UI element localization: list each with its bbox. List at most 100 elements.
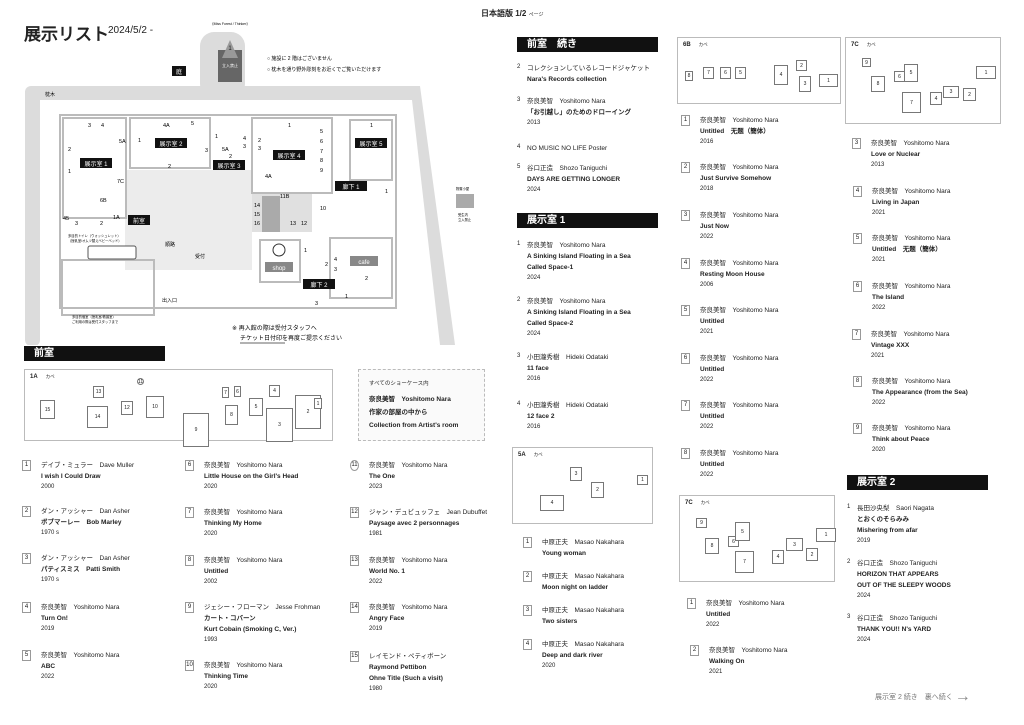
- item-title: Nara's Records collection: [527, 76, 607, 83]
- item-artist: 奈良美智 Yoshitomo Nara: [527, 98, 606, 105]
- item-artist: コレクションしているレコードジャケット: [527, 65, 650, 72]
- wall-id: 5A: [518, 452, 526, 458]
- item-number: 7: [852, 329, 861, 340]
- item-title: Think about Peace: [872, 436, 930, 443]
- artwork-frame: 5: [249, 398, 263, 416]
- room-label-r4: 展示室 4: [277, 152, 301, 160]
- sculpture-icon: [222, 40, 238, 58]
- artwork-frame: 10: [146, 396, 164, 418]
- item-artist: 奈良美智 Yoshitomo Nara: [700, 117, 779, 124]
- item-number: 4: [517, 144, 521, 150]
- wall-id: 1A: [30, 374, 38, 380]
- item-year: 1980: [369, 686, 383, 692]
- showcase-note: すべてのショーケース内 奈良美智 Yoshitomo Nara 作家の部屋の中か…: [358, 369, 485, 441]
- artwork-frame: 3: [943, 86, 959, 98]
- item-year: 2021: [872, 257, 886, 263]
- shop-label: shop: [272, 266, 286, 272]
- item-number: 6: [185, 460, 194, 471]
- map-number: 4: [243, 136, 246, 142]
- artwork-frame: 4: [269, 385, 280, 397]
- section-header-room2: 展示室 2: [847, 475, 988, 490]
- map-number: 3: [258, 146, 261, 152]
- private-room-note: 多目的個室（授乳室/救護室）: [72, 314, 116, 319]
- map-number: 7C: [117, 179, 124, 185]
- item-title: Raymond Pettibon: [369, 664, 427, 671]
- item-number: 5: [681, 305, 690, 316]
- item-artist: 奈良美智 Yoshitomo Nara: [700, 355, 779, 362]
- artwork-frame: 1: [637, 475, 648, 485]
- item-title-2: OUT OF THE SLEEPY WOODS: [857, 582, 951, 589]
- artwork-frame: 1: [819, 74, 838, 87]
- artwork-frame: 5: [735, 67, 746, 79]
- item-artist: 奈良美智 Yoshitomo Nara: [700, 307, 779, 314]
- toilet-icons: [87, 245, 137, 260]
- item-title: Paysage avec 2 personnages: [369, 520, 460, 527]
- artwork-frame: 15: [40, 400, 55, 419]
- item-year: 1970 s: [41, 530, 60, 536]
- item-year: 2020: [204, 684, 218, 690]
- item-artist: 奈良美智 Yoshitomo Nara: [700, 450, 779, 457]
- item-artist: 奈良美智 Yoshitomo Nara: [871, 331, 950, 338]
- item-title: カート・コバーン: [204, 615, 256, 622]
- item-number: 2: [523, 571, 532, 582]
- item-year: 2019: [41, 626, 55, 632]
- map-number: 3: [315, 301, 318, 307]
- item-title: THANK YOU!! N's YARD: [857, 626, 932, 633]
- map-number: 5: [320, 129, 323, 135]
- item-year: 2024: [857, 593, 871, 599]
- item-artist: ジェシー・フローマン Jesse Frohman: [204, 604, 321, 611]
- item-artist: 小田瀧秀樹 Hideki Odataki: [527, 402, 609, 409]
- item-title: DAYS ARE GETTING LONGER: [527, 176, 621, 183]
- item-artist: 中原正夫 Masao Nakahara: [542, 539, 624, 546]
- artwork-frame: 1: [976, 66, 996, 79]
- room-tag-r5: [355, 138, 387, 148]
- item-title: Untitled 无题（簡体）: [700, 128, 770, 135]
- room-tag-ante: [128, 215, 150, 225]
- item-title: Untitled: [700, 318, 725, 325]
- map-number: 6: [320, 139, 323, 145]
- shop-icon: [272, 243, 286, 257]
- artwork-frame: 6: [720, 67, 731, 79]
- item-number: 11: [350, 460, 359, 471]
- map-note-2: ○ 枕木を通り野外彫刻をお近くでご覧いただけます: [267, 66, 381, 73]
- item-title: World No. 1: [369, 568, 405, 575]
- item-number: 3: [517, 353, 521, 359]
- artwork-frame: 8: [225, 405, 238, 425]
- storage-icon: [456, 194, 474, 208]
- map-number: 1: [288, 123, 291, 129]
- item-number: 1: [847, 504, 851, 510]
- item-artist: ダン・アッシャー Dan Asher: [41, 508, 130, 515]
- item-year: 2024: [527, 187, 541, 193]
- showcase-title-en: Collection from Artist's room: [369, 422, 459, 429]
- shop-tag: [265, 262, 293, 272]
- map-number: 1: [345, 294, 348, 300]
- room-label-c1: 廊下 1: [342, 183, 360, 191]
- item-year: 2020: [204, 531, 218, 537]
- item-title: I wish I Could Draw: [41, 473, 101, 480]
- item-number: 3: [523, 605, 532, 616]
- artwork-frame: 11: [137, 378, 144, 385]
- no-entry-label: 立入禁止: [222, 62, 238, 68]
- map-number: 11B: [280, 194, 290, 200]
- item-title: Untitled: [706, 611, 731, 618]
- artwork-frame: 3: [786, 538, 803, 551]
- item-artist: 奈良美智 Yoshitomo Nara: [527, 242, 606, 249]
- map-number: 3: [75, 221, 78, 227]
- sculpture-caption: 《Miss Forest / Thinker》: [210, 21, 250, 26]
- entrance-label: 出入口: [162, 297, 177, 304]
- room-tag-c2: [303, 279, 335, 289]
- item-artist: 奈良美智 Yoshitomo Nara: [700, 164, 779, 171]
